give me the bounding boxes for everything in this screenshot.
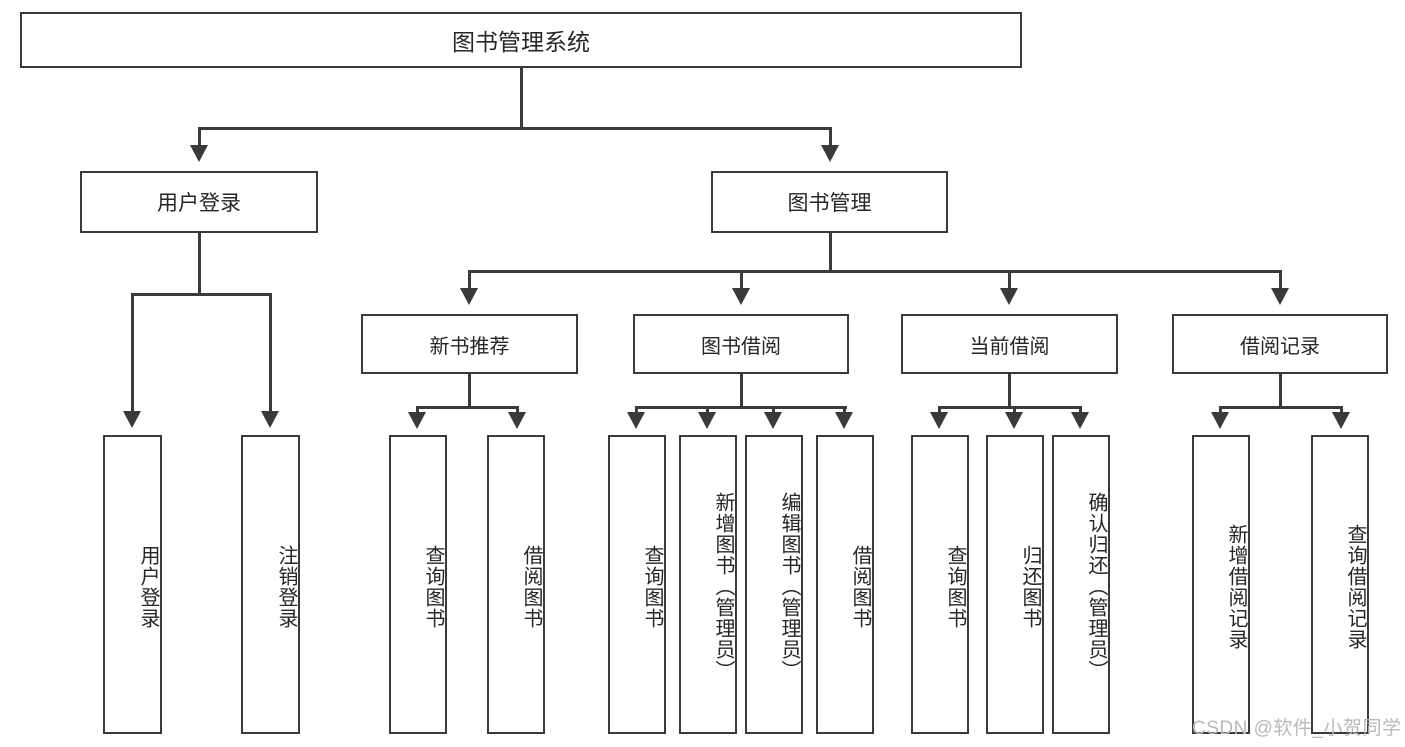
node-label: 归还图书 [1019, 544, 1041, 629]
connector-borrow-record-stem [1279, 374, 1282, 406]
arrow-user-login-to-leaf-login [123, 411, 141, 428]
leaf-node-add-borrow-record[interactable]: 新增借阅记录 [1192, 435, 1250, 734]
node-label: 借阅图书 [849, 544, 871, 629]
arrow-new-book-to-query-book [408, 412, 426, 429]
connector-root-stem [520, 68, 523, 127]
node-label: 新增借阅记录 [1225, 523, 1247, 650]
connector-book-borrow-stem [740, 374, 743, 406]
arrow-bm-to-borrow-record [1271, 288, 1289, 305]
node-label: 图书借阅 [701, 335, 781, 358]
connector-user-login-right [269, 293, 272, 413]
leaf-node-return-book[interactable]: 归还图书 [986, 435, 1044, 734]
arrow-bb-to-borrow-book [835, 412, 853, 429]
connector-root-to-book-management [829, 127, 832, 147]
connector-current-borrow-stem [1008, 374, 1011, 406]
connector-br-leaf-1 [1219, 406, 1222, 414]
leaf-node-borrow-book-recommend[interactable]: 借阅图书 [487, 435, 545, 734]
arrow-new-book-to-borrow-book [508, 412, 526, 429]
arrow-bb-to-query-book [627, 412, 645, 429]
connector-book-management-stem [829, 233, 832, 270]
leaf-node-query-book-current[interactable]: 查询图书 [911, 435, 969, 734]
node-book-management[interactable]: 图书管理 [711, 171, 948, 233]
node-label: 查询图书 [944, 544, 966, 629]
node-label: 图书管理系统 [452, 29, 590, 55]
node-user-login[interactable]: 用户登录 [80, 171, 318, 233]
connector-book-borrow-bus [635, 406, 847, 409]
node-current-borrow[interactable]: 当前借阅 [901, 314, 1118, 374]
connector-bb-leaf-3 [772, 406, 775, 414]
connector-root-to-user-login [198, 127, 201, 147]
arrow-root-to-book-management [821, 145, 839, 162]
node-label: 查询图书 [422, 544, 444, 629]
arrow-cb-to-return-book [1005, 412, 1023, 429]
leaf-node-borrow-book[interactable]: 借阅图书 [816, 435, 874, 734]
connector-user-login-left [131, 293, 134, 413]
connector-bb-leaf-1 [635, 406, 638, 414]
leaf-node-confirm-return[interactable]: 确认归还（管理员） [1052, 435, 1110, 734]
connector-cb-leaf-3 [1079, 406, 1082, 414]
arrow-bm-to-new-book-recommend [460, 288, 478, 305]
connector-new-book-bus [416, 406, 519, 409]
leaf-node-edit-book[interactable]: 编辑图书（管理员） [745, 435, 803, 734]
node-label: 新书推荐 [429, 335, 510, 358]
arrow-cb-to-confirm-return [1071, 412, 1089, 429]
node-label: 用户登录 [157, 192, 241, 215]
node-label: 编辑图书（管理员） [778, 492, 800, 681]
node-label: 借阅记录 [1240, 335, 1320, 358]
leaf-node-query-book-recommend[interactable]: 查询图书 [389, 435, 447, 734]
node-label: 借阅图书 [520, 544, 542, 629]
connector-root-bus [198, 127, 832, 130]
node-new-book-recommend[interactable]: 新书推荐 [361, 314, 578, 374]
connector-bm-to-current-borrow [1008, 270, 1011, 290]
connector-new-book-right [516, 406, 519, 414]
csdn-watermark: CSDN @软件_小贺同学 [1192, 718, 1402, 739]
node-label: 用户登录 [137, 544, 159, 629]
connector-cb-leaf-2 [1013, 406, 1016, 414]
node-label: 图书管理 [787, 192, 872, 215]
arrow-bb-to-add-book [698, 412, 716, 429]
arrow-root-to-user-login [190, 145, 208, 162]
node-label: 查询图书 [641, 544, 663, 629]
connector-cb-leaf-1 [938, 406, 941, 414]
node-label: 当前借阅 [969, 335, 1050, 358]
node-root-book-management-system[interactable]: 图书管理系统 [20, 12, 1022, 68]
arrow-bm-to-current-borrow [1000, 288, 1018, 305]
connector-user-login-stem [198, 233, 201, 293]
connector-bm-to-book-borrow [740, 270, 743, 290]
connector-current-borrow-bus [938, 406, 1081, 409]
connector-borrow-record-bus [1219, 406, 1343, 409]
leaf-node-add-book[interactable]: 新增图书（管理员） [679, 435, 737, 734]
connector-new-book-left [416, 406, 419, 414]
arrow-br-to-query-record [1332, 412, 1350, 429]
node-book-borrow[interactable]: 图书借阅 [633, 314, 849, 374]
node-label: 查询借阅记录 [1344, 523, 1366, 650]
leaf-node-user-login[interactable]: 用户登录 [103, 435, 162, 734]
leaf-node-logout[interactable]: 注销登录 [241, 435, 300, 734]
node-borrow-record[interactable]: 借阅记录 [1172, 314, 1388, 374]
arrow-bb-to-edit-book [764, 412, 782, 429]
arrow-user-login-to-leaf-logout [261, 411, 279, 428]
connector-bm-to-borrow-record [1279, 270, 1282, 290]
connector-bb-leaf-4 [843, 406, 846, 414]
arrow-cb-to-query-book [930, 412, 948, 429]
leaf-node-query-borrow-record[interactable]: 查询借阅记录 [1311, 435, 1369, 734]
connector-bm-to-new-book [468, 270, 471, 290]
node-label: 注销登录 [275, 544, 297, 629]
node-label: 确认归还（管理员） [1085, 492, 1107, 681]
connector-user-login-bus [131, 293, 271, 296]
arrow-br-to-add-record [1211, 412, 1229, 429]
arrow-bm-to-book-borrow [732, 288, 750, 305]
connector-br-leaf-2 [1340, 406, 1343, 414]
connector-book-management-bus [468, 270, 1281, 273]
leaf-node-query-book-borrow[interactable]: 查询图书 [608, 435, 666, 734]
node-label: 新增图书（管理员） [712, 492, 734, 681]
connector-new-book-stem [468, 374, 471, 406]
connector-bb-leaf-2 [706, 406, 709, 414]
